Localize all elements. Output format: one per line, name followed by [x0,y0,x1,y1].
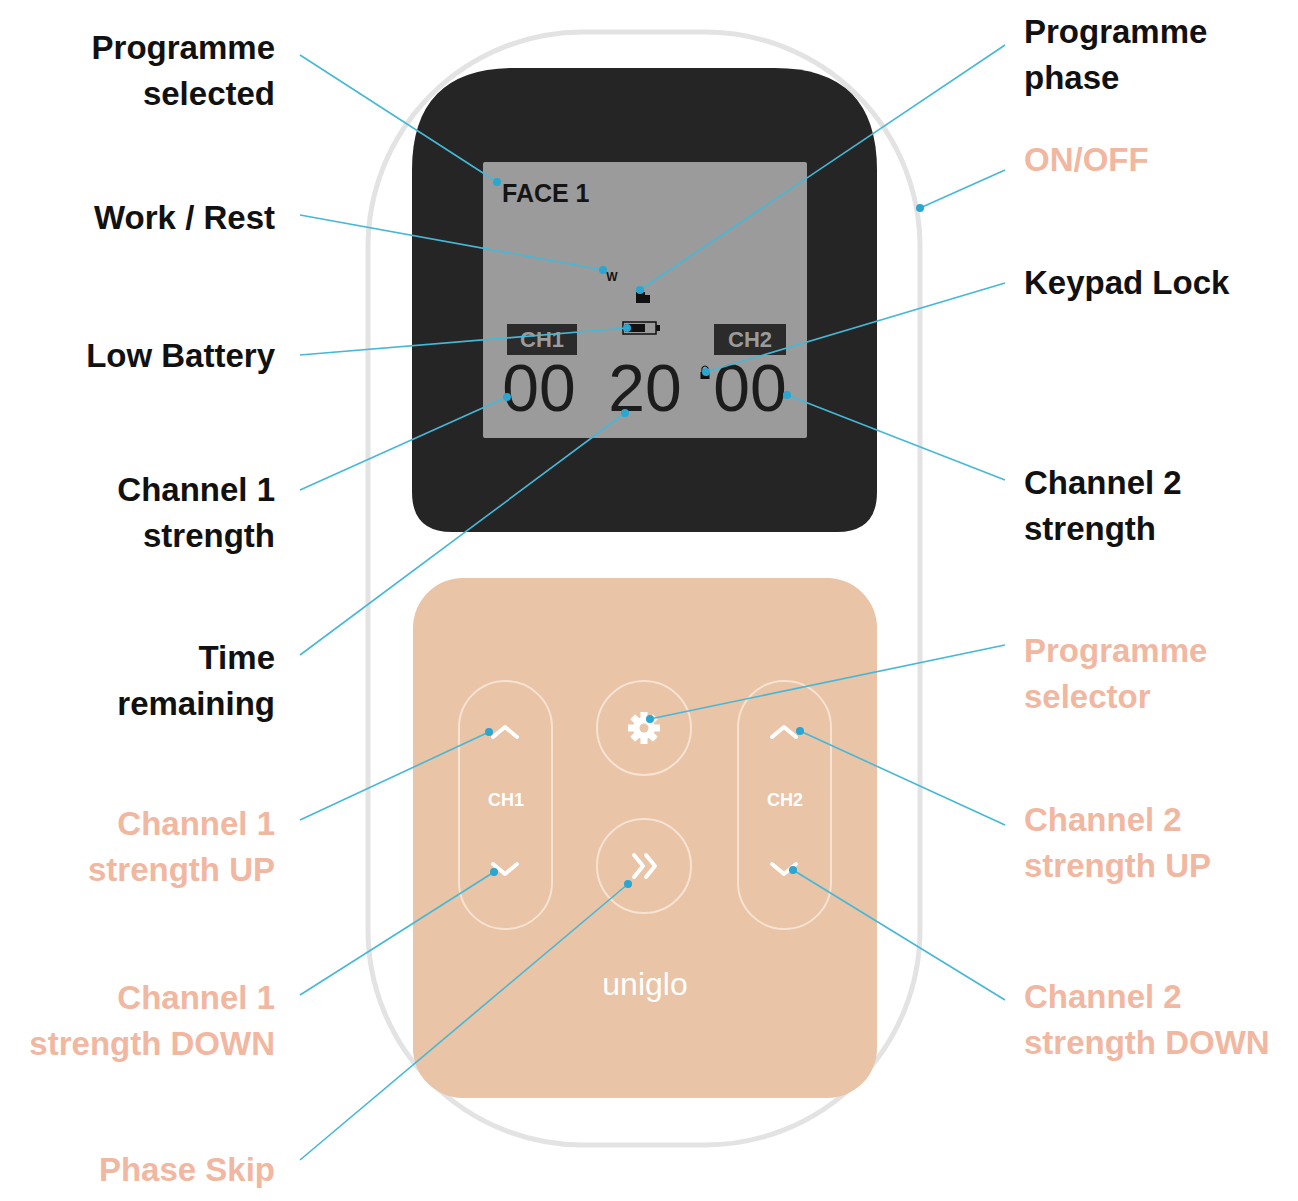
button-channel-text: CH1 [488,791,524,809]
skip-button [597,819,691,913]
leader-lines [300,45,1005,1160]
leader-dot [621,409,629,417]
leader-line [640,45,1005,290]
callout-label: Time remaining [85,635,275,727]
gear-tooth [647,731,658,742]
gear-tooth [628,725,636,732]
leader-line [706,283,1005,372]
callout-label: Programme selected [55,25,275,117]
gear-tooth [647,714,658,725]
skip-icon [634,855,655,877]
leader-dots [485,178,924,888]
button-channel-text: CH2 [767,791,803,809]
callout-label: Work / Rest [0,195,275,241]
leader-line [650,645,1005,719]
down-arrow [493,864,517,874]
callout-label: Channel 1 strength UP [35,801,275,893]
screen-bezel [412,68,877,532]
gear-tooth [630,714,641,725]
brand-name: uniglo [602,968,687,1000]
phase-icon [636,292,650,303]
lock-body [701,372,710,379]
leader-dot [503,393,511,401]
callout-label: Channel 2 strength [1024,460,1224,552]
gear-tooth [641,712,648,720]
leader-dot [783,391,791,399]
leader-dot [796,727,804,735]
selector-button [597,681,691,775]
leader-dot [702,368,710,376]
callout-label: Channel 1 strength [75,467,275,559]
gear-icon [628,712,660,744]
keypad-panel: uniglo CH1 CH2 [413,578,877,1098]
callout-label: Programme phase [1024,9,1254,101]
callout-label: Low Battery [0,333,275,379]
leader-line [300,884,628,1160]
gear-tooth [630,731,641,742]
callout-label: ON/OFF [1024,137,1284,183]
work-rest-indicator: W [606,271,617,283]
channel-strength-digits: 00 [713,355,786,421]
leader-line [300,55,497,182]
channel-button-pill: CH2 [737,680,832,930]
callout-label: Channel 2 strength DOWN [1024,974,1296,1066]
up-arrow [493,727,517,737]
leader-line [787,395,1005,480]
lock-shackle [702,366,708,372]
leader-line [300,397,507,490]
gear-tooth [641,736,648,744]
battery-terminal [656,325,660,331]
device-body [368,32,920,1145]
leader-dot [646,715,654,723]
leader-line [300,872,494,995]
leader-dot [599,266,607,274]
up-arrow [772,727,796,737]
channel-tag: CH2 [714,324,786,355]
leader-line [300,328,627,355]
leader-line [300,215,603,270]
channel-tag: CH1 [507,324,577,355]
callout-label: Programme selector [1024,628,1254,720]
leader-dot [493,178,501,186]
leader-line [300,413,625,655]
battery-level [625,324,645,332]
leader-dot [624,880,632,888]
leader-dot [916,204,924,212]
callout-label: Channel 2 strength UP [1024,797,1264,889]
callout-label: Phase Skip [5,1147,275,1193]
gear-hole [640,724,649,733]
gear-hub [633,717,655,739]
channel-tag-text: CH1 [520,329,564,351]
leader-dot [789,866,797,874]
leader-line [800,731,1005,825]
down-arrow [772,864,796,874]
leader-dot [485,728,493,736]
callout-label: Channel 1 strength DOWN [3,975,275,1067]
battery-icon [623,322,656,334]
channel-button-pill: CH1 [458,680,553,930]
leader-line [920,170,1005,208]
programme-name: FACE 1 [502,181,590,206]
channel-strength-digits: 00 [502,355,575,421]
callout-label: Keypad Lock [1024,260,1294,306]
channel-tag-text: CH2 [728,329,772,351]
leader-line [300,732,489,820]
time-digits: 20 [608,355,681,421]
leader-dot [636,286,644,294]
leader-dot [623,324,631,332]
lcd-screen: FACE 1 W 00 20 00 CH1 CH2 [483,162,807,438]
leader-line [793,870,1005,1000]
gear-tooth [652,725,660,732]
leader-dot [490,868,498,876]
